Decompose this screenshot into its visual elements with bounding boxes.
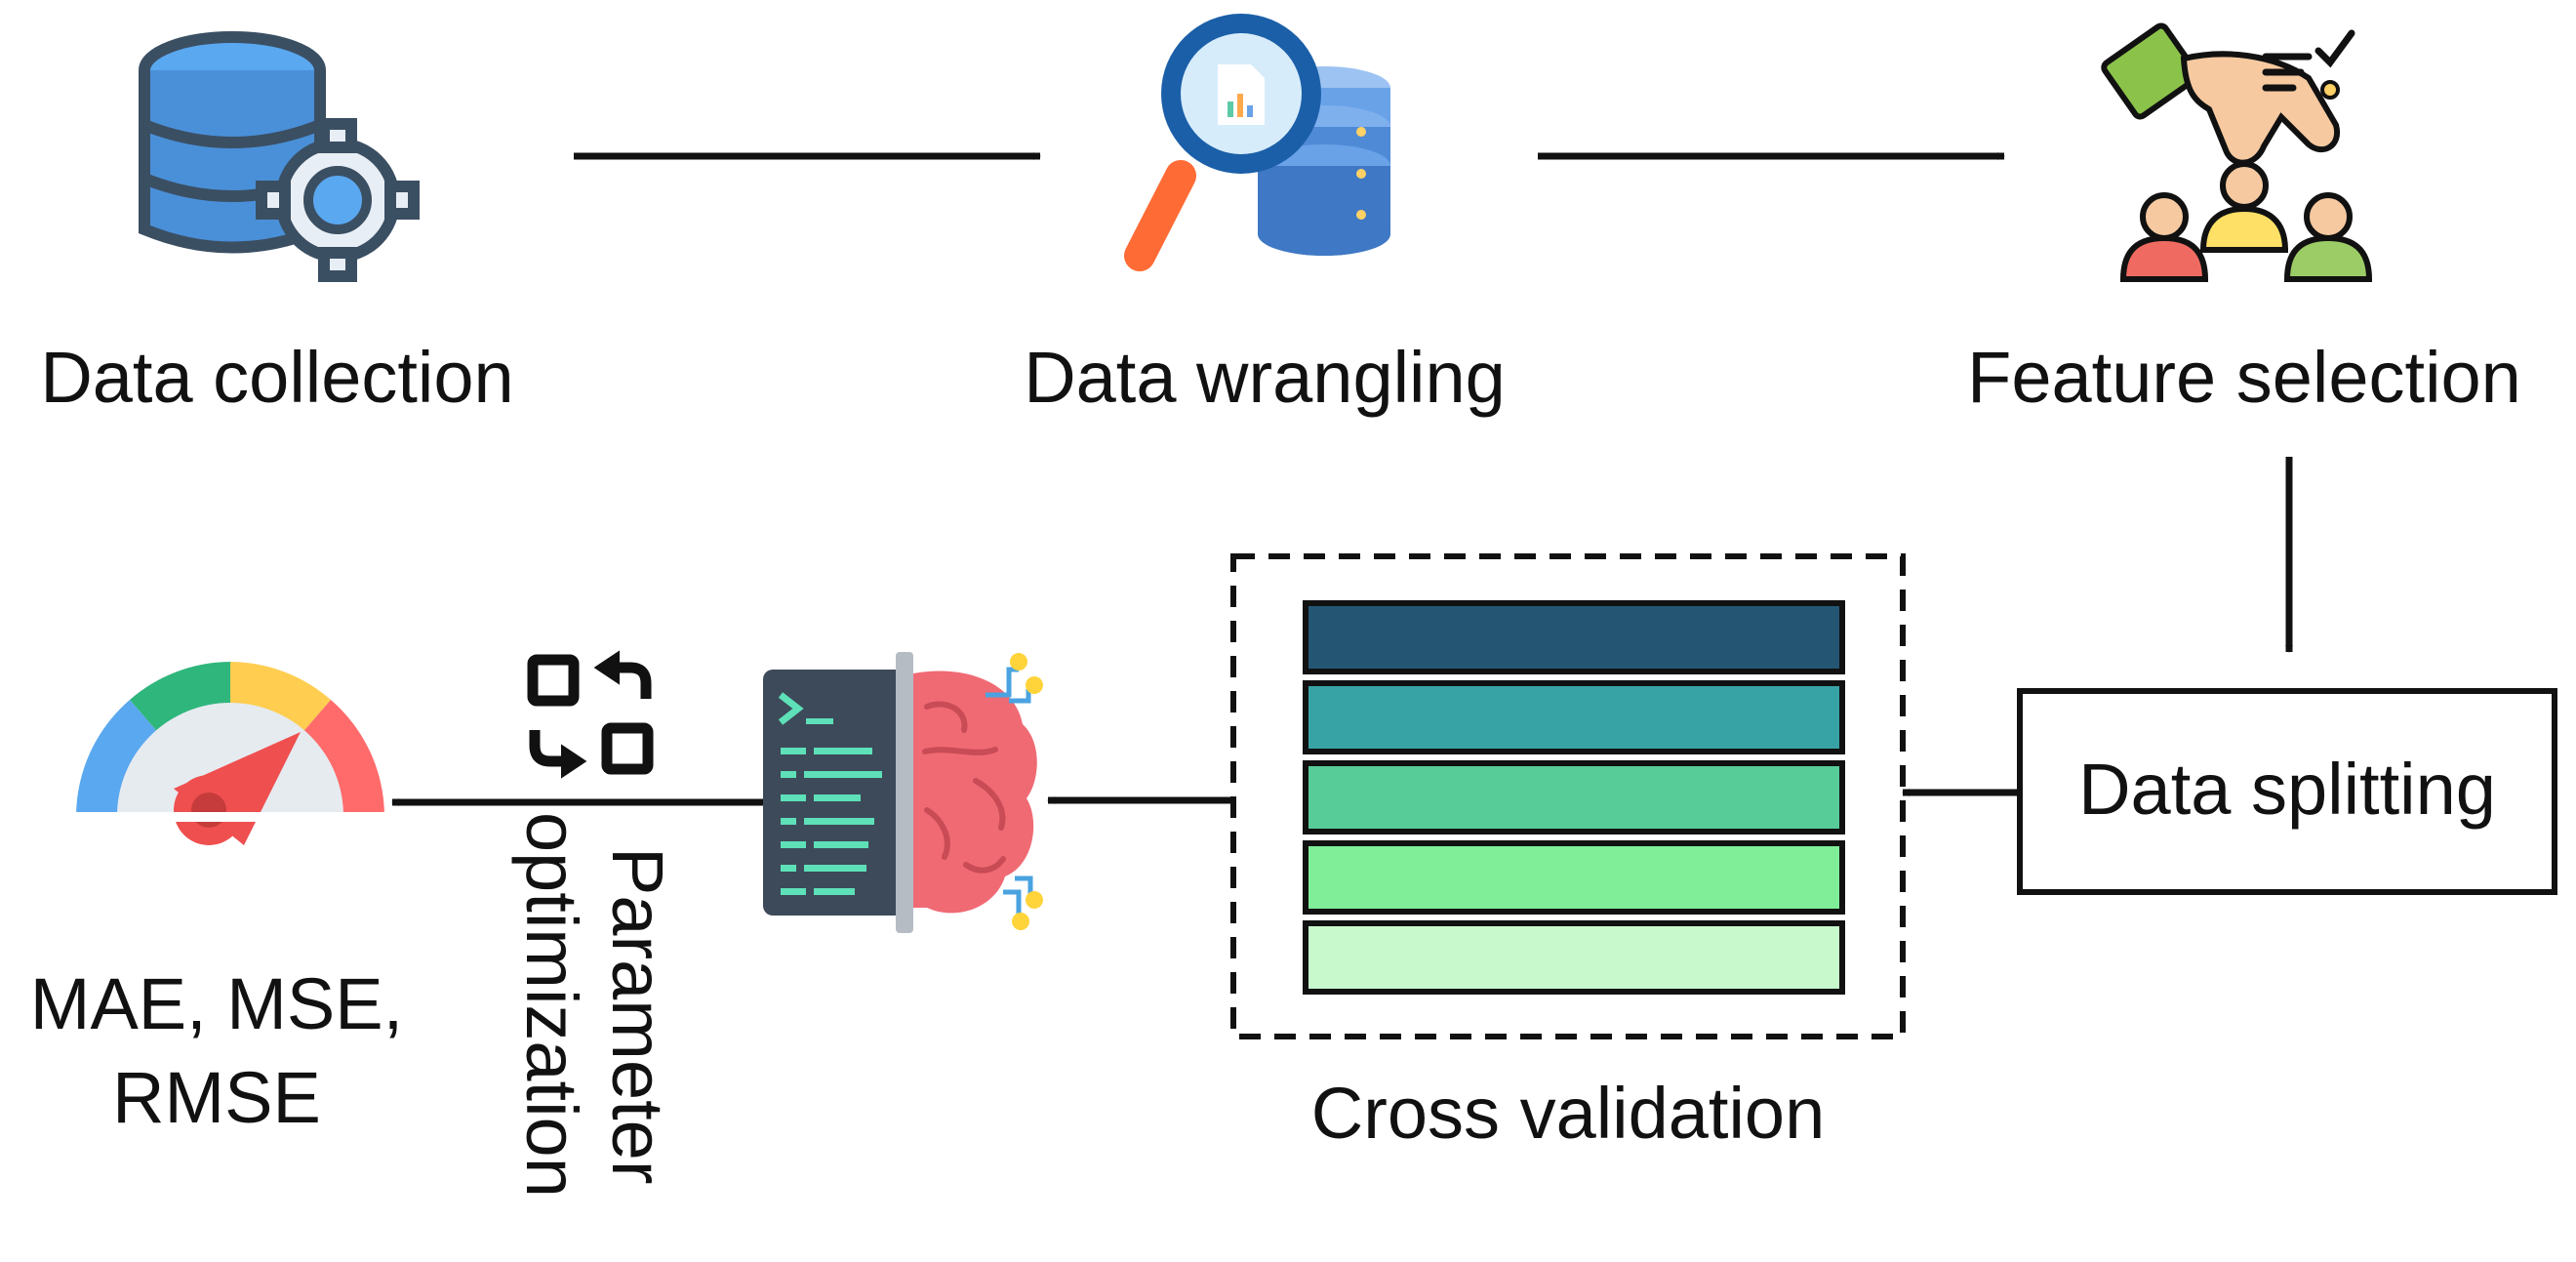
parameter-optimization-label: Parameter optimization (511, 812, 678, 1198)
cv-fold-1 (1303, 600, 1845, 674)
cv-fold-3 (1303, 760, 1845, 835)
magnifier-database-icon (1124, 14, 1390, 271)
swap-squares-icon (527, 650, 654, 779)
optimization-label: optimization (511, 812, 592, 1198)
cv-fold-2 (1303, 680, 1845, 754)
data-splitting-label: Data splitting (2078, 749, 2496, 830)
code-brain-icon (763, 652, 1043, 933)
cross-validation-label: Cross validation (1311, 1073, 1825, 1154)
metrics-line2: RMSE (112, 1057, 321, 1138)
parameter-label: Parameter (597, 847, 678, 1184)
cv-folds (1303, 600, 1845, 995)
data-splitting-box (2017, 688, 2557, 895)
feature-selection-label: Feature selection (1967, 337, 2521, 418)
hand-picking-person-icon (2101, 22, 2373, 282)
gauge-icon (68, 662, 392, 845)
cv-fold-4 (1303, 840, 1845, 915)
cross-validation-box (1230, 553, 1906, 1039)
metrics-line1: MAE, MSE, (30, 963, 403, 1044)
cv-fold-5 (1303, 920, 1845, 995)
database-gear-icon (139, 31, 420, 282)
data-collection-label: Data collection (40, 337, 513, 418)
data-wrangling-label: Data wrangling (1024, 337, 1506, 418)
